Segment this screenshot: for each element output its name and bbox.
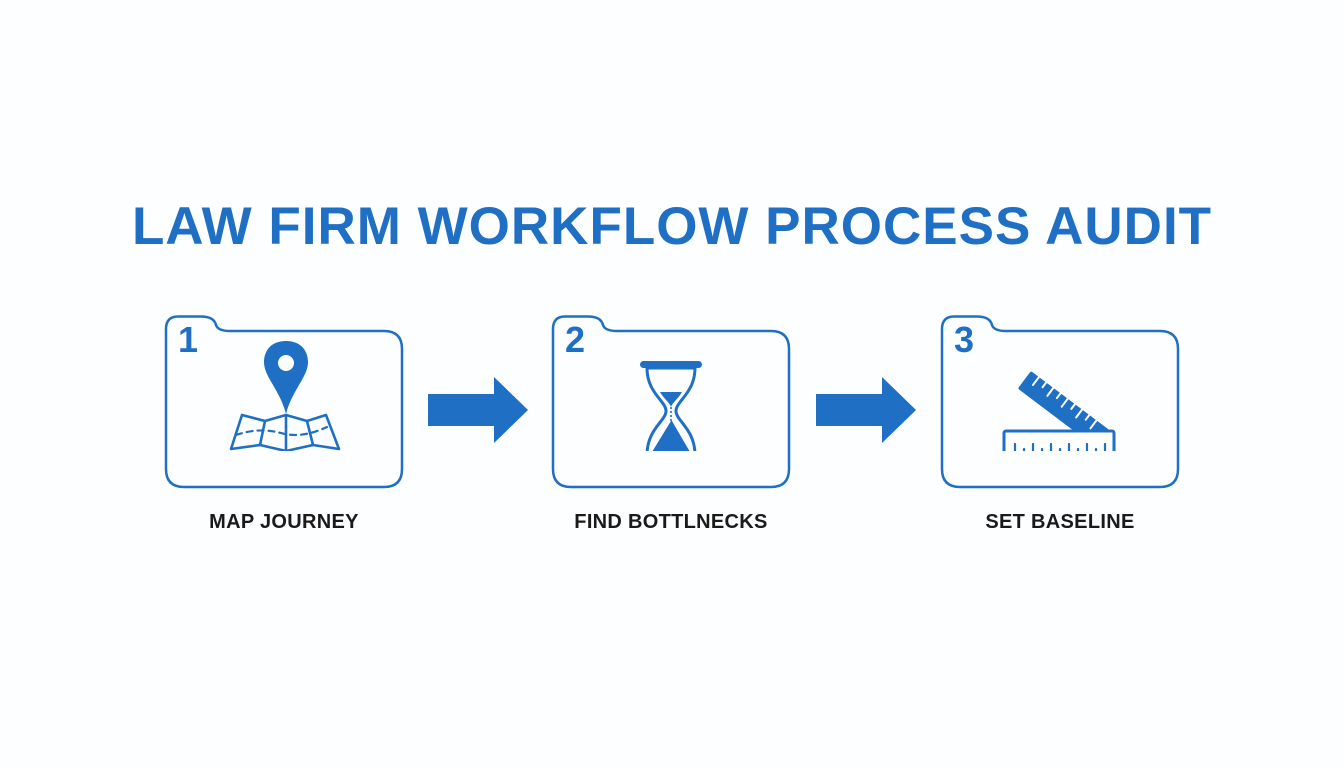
map-pin-icon [229,341,341,451]
step-card-frame [551,315,791,489]
hourglass-icon [640,361,702,451]
step-2-card: 2 [551,315,791,489]
step-3-card: 3 [940,315,1180,489]
step-number: 2 [565,319,586,360]
step-number: 3 [954,319,975,360]
arrow-right-icon [428,377,528,443]
arrow-right-icon [816,377,916,443]
rulers-icon [1002,371,1116,451]
step-number: 1 [178,319,199,360]
step-card-frame [940,315,1180,489]
step-3-label: SET BASELINE [985,511,1135,533]
step-2-label: FIND BOTTLNECKS [574,511,768,533]
step-1-card: 1 [164,315,404,489]
step-1-label: MAP JOURNEY [209,511,359,533]
page-title: LAW FIRM WORKFLOW PROCESS AUDIT [131,197,1213,256]
step-card-frame [164,315,404,489]
